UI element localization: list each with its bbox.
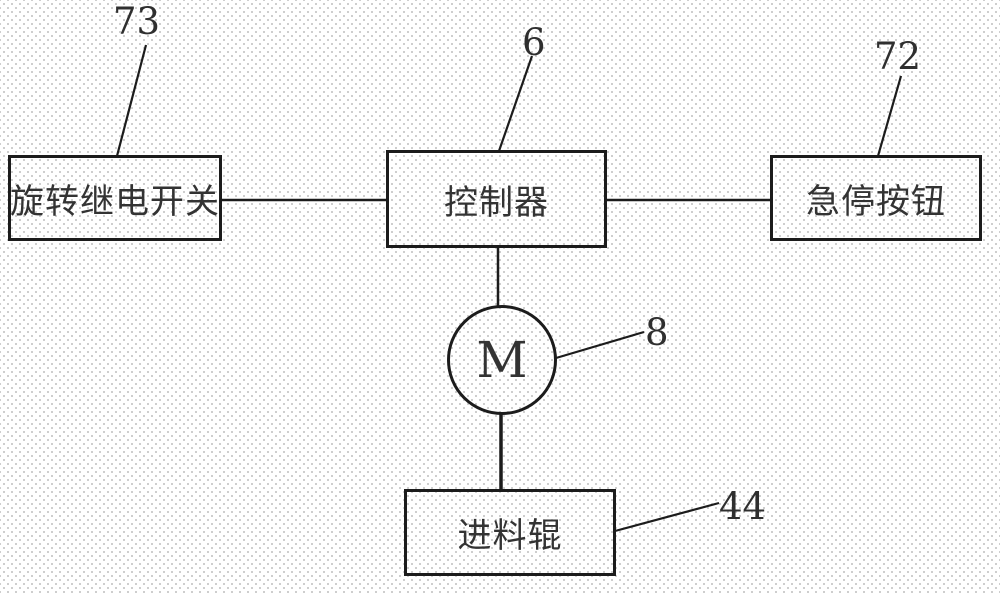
- motor-circle: M: [447, 305, 557, 415]
- box-rotary-relay-switch: 旋转继电开关: [8, 155, 222, 241]
- leader-line-44: [614, 501, 720, 533]
- box-feed-roller: 进料辊: [404, 489, 616, 576]
- box-emergency-stop-button: 急停按钮: [770, 155, 982, 241]
- box-emergency-stop-button-label: 急停按钮: [806, 181, 946, 222]
- ref-number-8: 8: [645, 311, 669, 354]
- box-rotary-relay-switch-label: 旋转继电开关: [10, 181, 220, 222]
- ref-number-72: 72: [874, 35, 922, 78]
- leader-line-72: [876, 75, 903, 157]
- ref-number-6: 6: [522, 21, 546, 64]
- box-controller-label: 控制器: [444, 182, 549, 223]
- box-controller: 控制器: [386, 150, 607, 248]
- leader-line-73: [115, 44, 148, 157]
- box-feed-roller-label: 进料辊: [457, 516, 563, 556]
- leader-line-6: [497, 55, 534, 152]
- ref-number-44: 44: [719, 485, 767, 528]
- leader-line-8: [555, 330, 645, 360]
- ref-number-73: 73: [113, 0, 161, 43]
- motor-label: M: [476, 331, 528, 389]
